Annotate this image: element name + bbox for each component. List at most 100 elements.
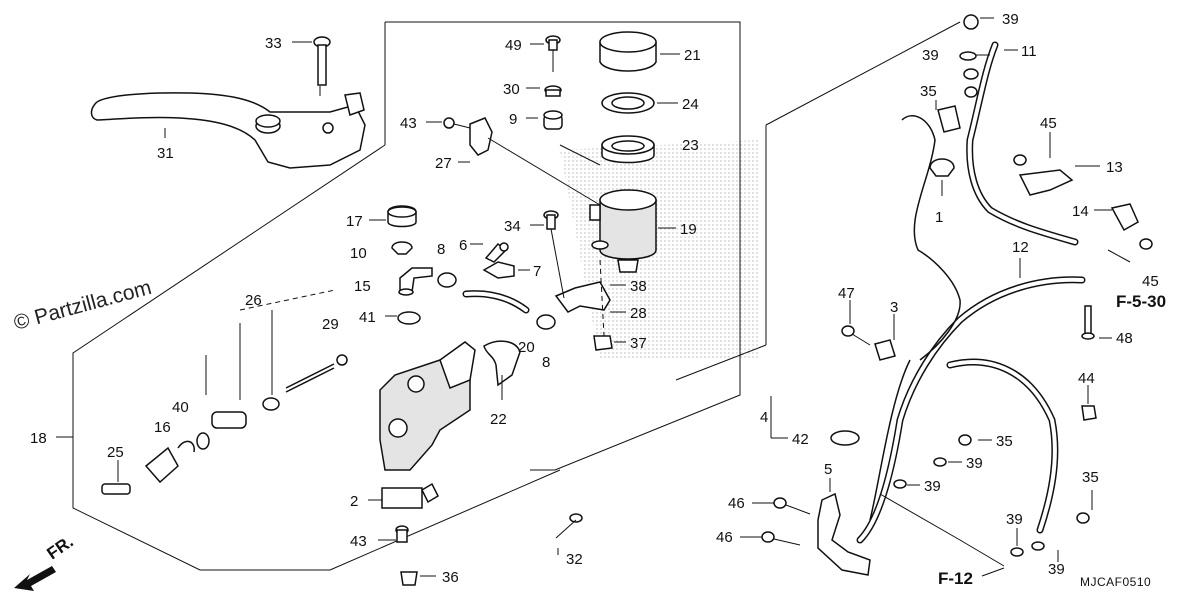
callout-41: 41 <box>359 309 376 326</box>
callout-42: 42 <box>792 431 809 448</box>
leader-clip-tank <box>487 137 601 206</box>
callout-7: 7 <box>533 263 541 280</box>
leader-lines <box>117 17 1131 577</box>
callout-33: 33 <box>265 35 282 52</box>
callout-5: 5 <box>824 461 832 478</box>
screw-43-top <box>443 117 471 129</box>
shading <box>560 140 760 360</box>
callout-19: 19 <box>680 221 697 238</box>
bolt-46b <box>761 531 801 546</box>
diaphragm-plate <box>601 92 655 114</box>
callout-47: 47 <box>838 285 855 302</box>
direction-label: FR. <box>43 532 76 563</box>
reservoir-cap <box>599 31 657 72</box>
callout-28: 28 <box>630 305 647 322</box>
sensor-35 <box>937 105 961 133</box>
callout-8b: 8 <box>542 354 550 371</box>
callout-39c: 39 <box>966 455 983 472</box>
bolt-48 <box>1081 305 1095 340</box>
joint-3 <box>874 339 896 361</box>
fitting-7 <box>482 261 515 279</box>
callout-36: 36 <box>442 569 459 586</box>
callout-39b: 39 <box>922 47 939 64</box>
callout-2: 2 <box>350 493 358 510</box>
main-hose-11 <box>966 41 1079 246</box>
callout-39a-r: 39 <box>1002 11 1019 28</box>
callout-30: 30 <box>503 81 520 98</box>
brake-lever <box>90 92 366 169</box>
callout-48: 48 <box>1116 330 1133 347</box>
bolt-36 <box>400 571 418 586</box>
collar-30 <box>544 85 562 97</box>
callout-12: 12 <box>1012 239 1029 256</box>
pivot-bolt <box>313 36 331 96</box>
bolt-32 <box>555 513 583 539</box>
clamp-14 <box>1110 203 1139 232</box>
cap-17 <box>387 205 417 228</box>
bracket-28 <box>554 281 611 313</box>
assembly-frame-18 <box>56 144 561 571</box>
callout-45a: 45 <box>1040 115 1057 132</box>
boot <box>144 446 179 484</box>
callout-4: 4 <box>760 409 768 426</box>
callout-43a: 43 <box>400 115 417 132</box>
ring-16 <box>196 432 210 450</box>
bolt-47 <box>841 325 871 346</box>
callout-21: 21 <box>684 47 701 64</box>
abs-sensor-wire <box>869 115 961 521</box>
callout-39f: 39 <box>1048 561 1065 578</box>
band-42 <box>830 430 860 446</box>
callout-43b: 43 <box>350 533 367 550</box>
clamp-8b <box>536 314 556 330</box>
callout-25: 25 <box>107 444 124 461</box>
callout-18: 18 <box>30 430 47 447</box>
leader-37 <box>599 259 605 337</box>
clip-10 <box>391 241 413 255</box>
sensor-bracket-5 <box>817 492 871 576</box>
piston-40 <box>211 411 247 429</box>
joint-15 <box>398 267 433 296</box>
callout-24: 24 <box>682 96 699 113</box>
ref-f-12: F-12 <box>938 569 973 588</box>
callout-11: 11 <box>1021 43 1037 60</box>
callout-22: 22 <box>490 411 507 428</box>
callout-17: 17 <box>346 213 363 230</box>
o-ring-41 <box>397 311 421 325</box>
nut-44 <box>1081 405 1097 421</box>
circlip <box>177 440 195 453</box>
diaphragm <box>601 135 655 164</box>
washer-38 <box>591 240 609 250</box>
callout-40: 40 <box>172 399 189 416</box>
callout-35b: 35 <box>996 433 1013 450</box>
screw-43-bottom <box>395 525 409 543</box>
reservoir-frame <box>384 21 741 471</box>
callout-10: 10 <box>350 245 367 262</box>
watermark: © Partzilla.com <box>11 276 154 335</box>
callout-6: 6 <box>459 237 467 254</box>
reservoir-tank <box>589 189 657 273</box>
leader-diaphragm <box>559 144 601 166</box>
callout-27: 27 <box>435 155 452 172</box>
callout-16: 16 <box>154 419 171 436</box>
callout-31: 31 <box>157 145 174 162</box>
switch-2 <box>381 482 439 509</box>
bolt-34 <box>543 210 565 299</box>
callout-23: 23 <box>682 137 699 154</box>
callout-44: 44 <box>1078 370 1095 387</box>
callout-20: 20 <box>518 339 535 356</box>
callout-35c: 35 <box>1082 469 1099 486</box>
callout-13: 13 <box>1106 159 1123 176</box>
fitting-6 <box>484 242 509 263</box>
callout-labels: 33 31 49 30 9 21 24 23 43 27 17 10 8 6 7… <box>11 11 1166 589</box>
callout-38: 38 <box>630 278 647 295</box>
callout-32: 32 <box>566 551 583 568</box>
callout-46b: 46 <box>716 529 733 546</box>
bolt-45 <box>1013 154 1153 250</box>
clamp-13 <box>1018 169 1074 196</box>
callout-14: 14 <box>1072 203 1089 220</box>
bolt-35-group <box>958 86 1090 524</box>
callout-8a: 8 <box>437 241 445 258</box>
front-arrow-icon <box>14 566 56 591</box>
pushrod-spring-29 <box>285 354 348 393</box>
